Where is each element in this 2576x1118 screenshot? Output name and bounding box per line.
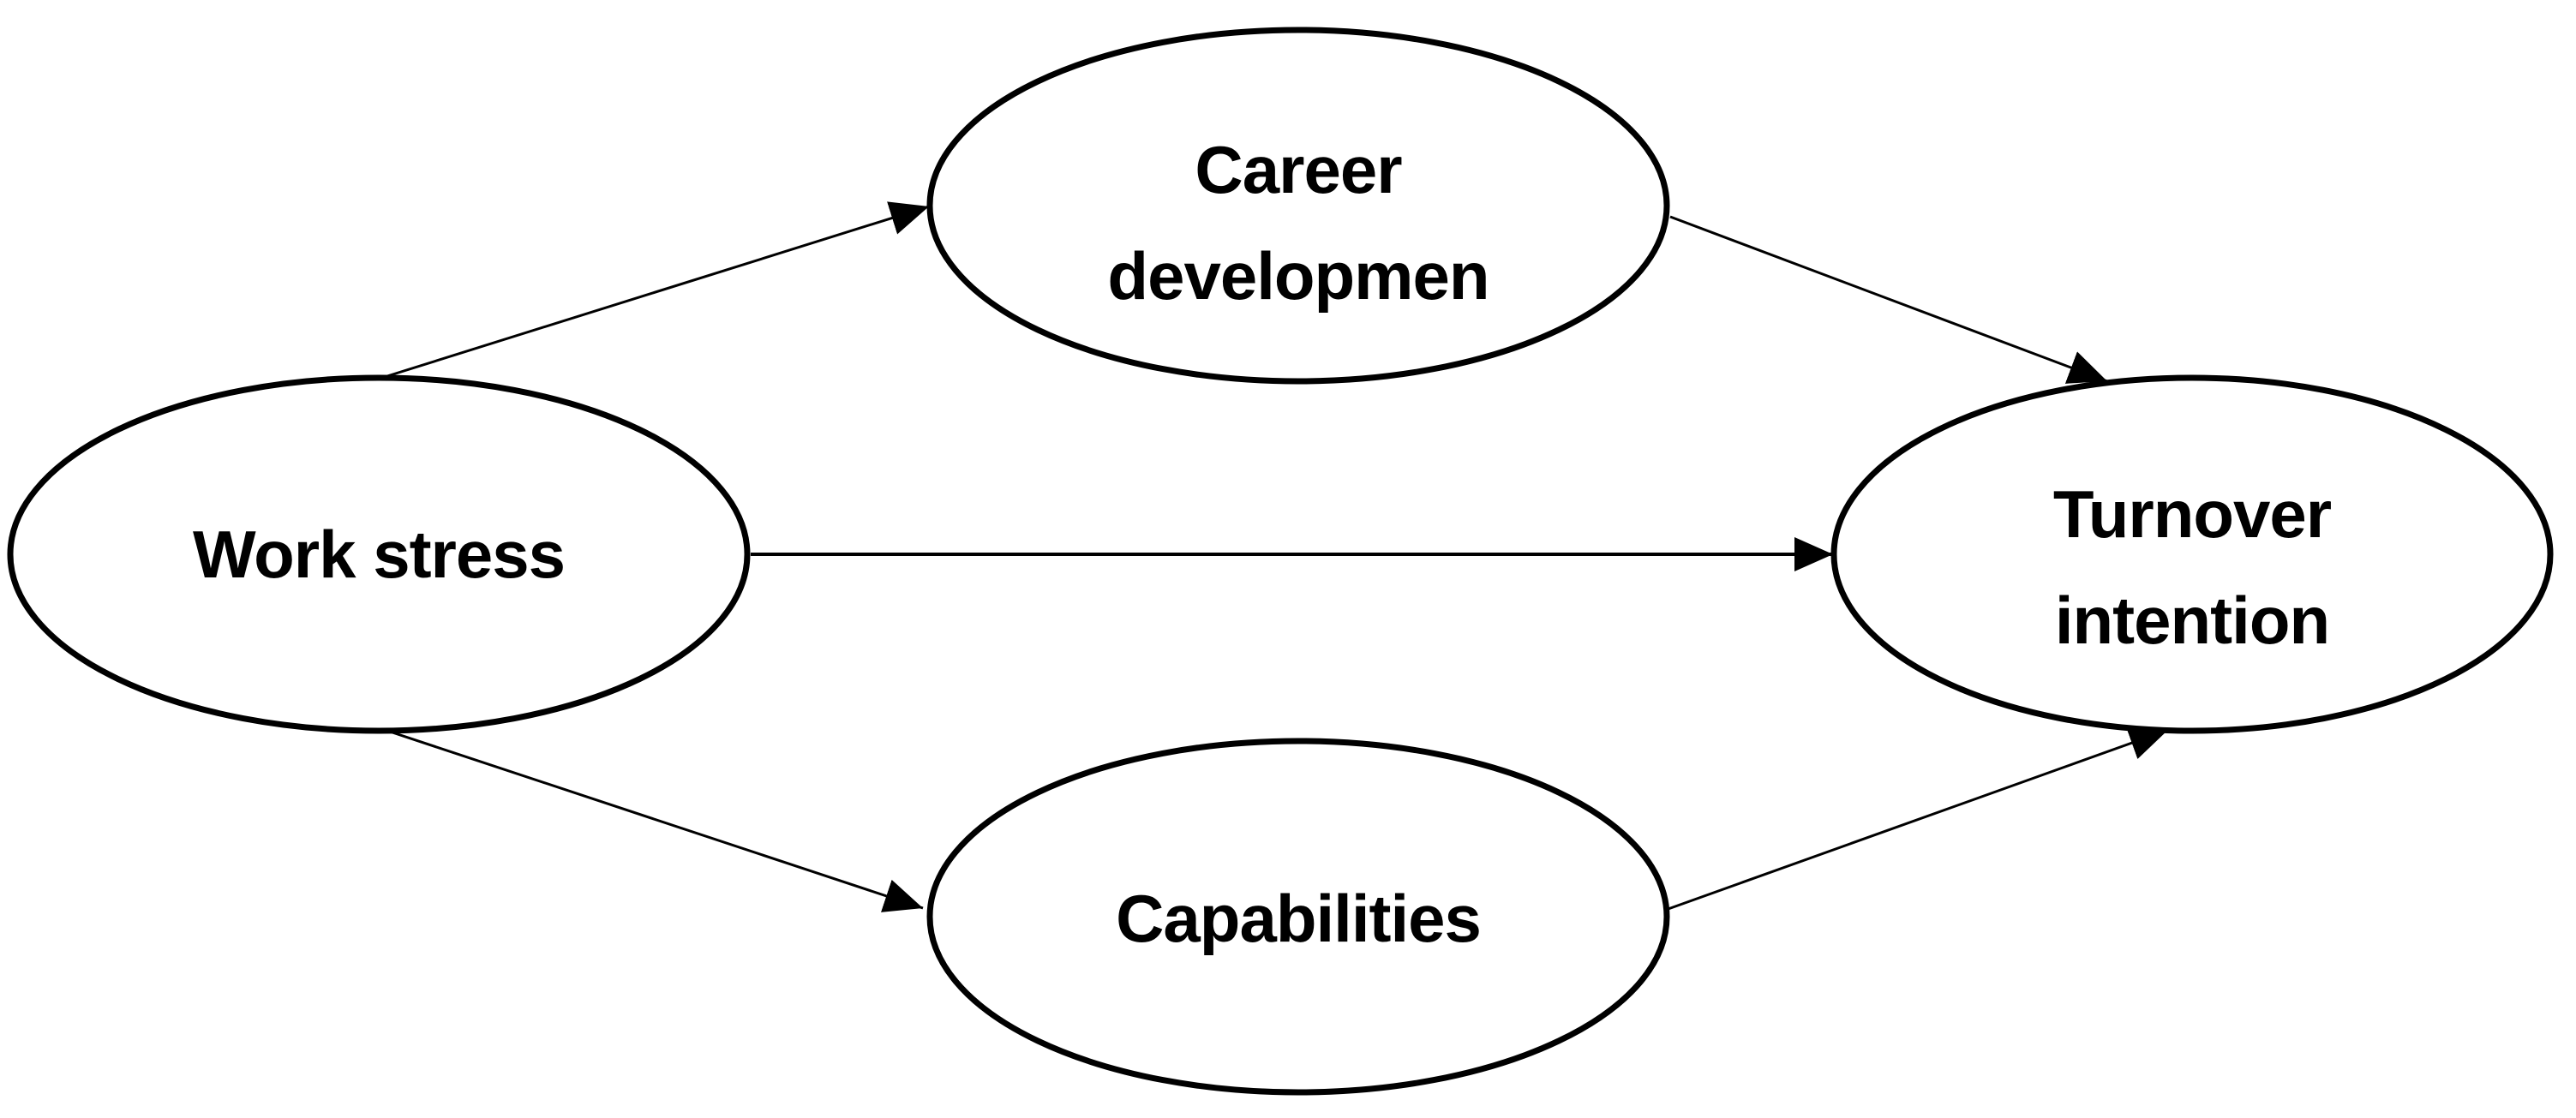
edge-work-stress-to-capabilities (384, 728, 924, 912)
edge-capabilities-to-turnover-intention (1662, 726, 2169, 912)
turnover-intention-ellipse (1830, 374, 2554, 734)
node-capabilities: Capabilities (926, 738, 1670, 1096)
edge-work-stress-to-career-development (386, 201, 930, 378)
career-development-label-line2: developmen (1107, 238, 1489, 314)
work-stress-label: Work stress (193, 517, 565, 592)
node-work-stress: Work stress (7, 374, 751, 734)
capabilities-label: Capabilities (1116, 881, 1481, 956)
career-development-label-line1: Career (1195, 132, 1402, 207)
node-career-development: Career developmen (926, 27, 1670, 385)
capabilities-ellipse (926, 738, 1670, 1096)
turnover-intention-label-line2: intention (2055, 583, 2329, 658)
turnover-intention-label-line1: Turnover (2053, 476, 2332, 552)
career-development-ellipse (926, 27, 1670, 385)
node-turnover-intention: Turnover intention (1830, 374, 2554, 734)
work-stress-ellipse (7, 374, 751, 734)
edge-career-development-to-turnover-intention (1669, 215, 2108, 384)
